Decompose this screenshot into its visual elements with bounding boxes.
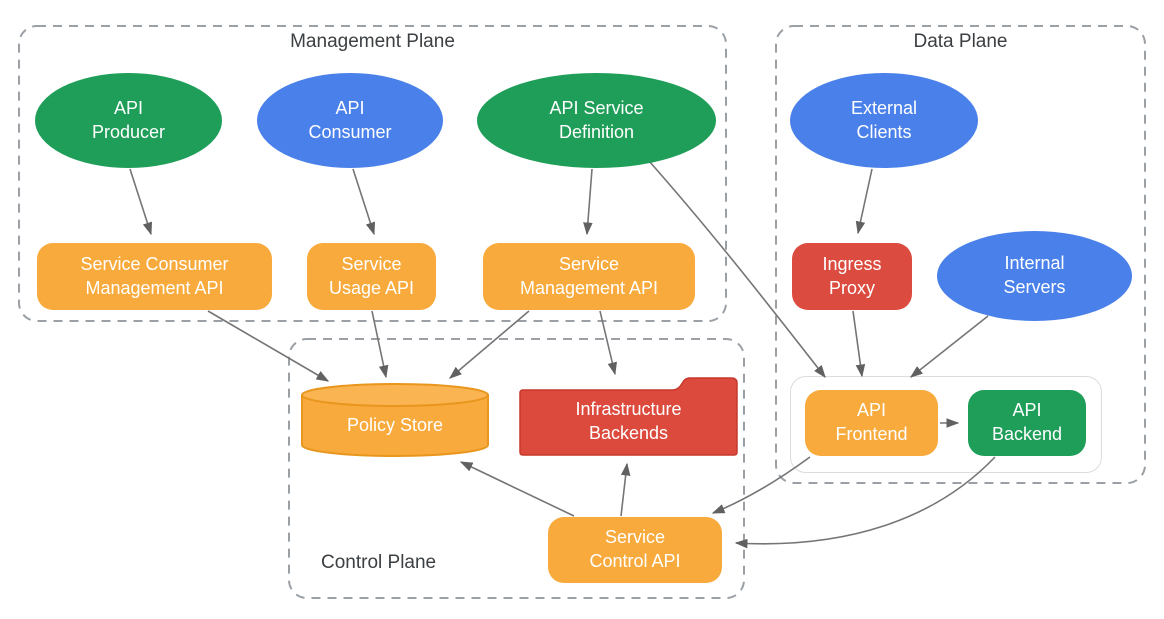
policy-store-cylinder (301, 383, 489, 457)
arrow-service-control-api-to-policy-store (459, 461, 575, 517)
management-plane-title: Management Plane (290, 31, 455, 52)
control-plane-title: Control Plane (321, 552, 437, 573)
management-plane-box (18, 25, 727, 322)
node-api-service-definition: API Service Definition (477, 73, 716, 168)
node-infrastructure-backends-label: Infrastructure Backends (575, 399, 682, 443)
node-service-control-api: Service Control API (548, 517, 722, 583)
arrow-service-consumer-management-api-to-policy-store (207, 310, 330, 382)
node-policy-store-label: Policy Store (346, 415, 444, 436)
node-api-frontend: API Frontend (805, 390, 938, 456)
node-internal-servers: Internal Servers (937, 231, 1132, 321)
node-service-consumer-management-api: Service Consumer Management API (37, 243, 272, 310)
arrow-api-consumer-to-service-usage-api (352, 168, 376, 236)
node-service-usage-api: Service Usage API (307, 243, 436, 310)
control-plane-box (288, 338, 745, 599)
arrow-service-management-api-to-policy-store (449, 310, 530, 379)
data-plane-box (775, 25, 1146, 484)
arrow-external-clients-to-ingress-proxy (855, 168, 873, 235)
node-api-consumer: API Consumer (257, 73, 443, 168)
node-service-management-api: Service Management API (483, 243, 695, 310)
arrow-internal-servers-to-api-frontend (909, 315, 989, 378)
node-external-clients: External Clients (790, 73, 978, 168)
arrow-api-service-definition-to-api-frontend (648, 160, 826, 379)
arrow-service-control-api-to-infrastructure-backends (620, 462, 631, 517)
arrow-ingress-proxy-to-api-frontend (852, 310, 866, 378)
node-ingress-proxy: Ingress Proxy (792, 243, 912, 310)
data-plane-title: Data Plane (913, 31, 1008, 52)
arrow-api-backend-to-service-control-api (734, 456, 996, 549)
arrow-api-frontend-to-service-control-api (711, 456, 811, 514)
arrow-api-producer-to-service-consumer-management-api (129, 168, 153, 236)
node-api-backend: API Backend (968, 390, 1086, 456)
arrow-api-service-definition-to-service-management-api (583, 168, 593, 236)
node-api-producer: API Producer (35, 73, 222, 168)
infrastructure-backends-folder (519, 377, 738, 456)
arrow-service-usage-api-to-policy-store (371, 310, 389, 379)
arrow-service-management-api-to-infrastructure-backends (599, 310, 618, 376)
